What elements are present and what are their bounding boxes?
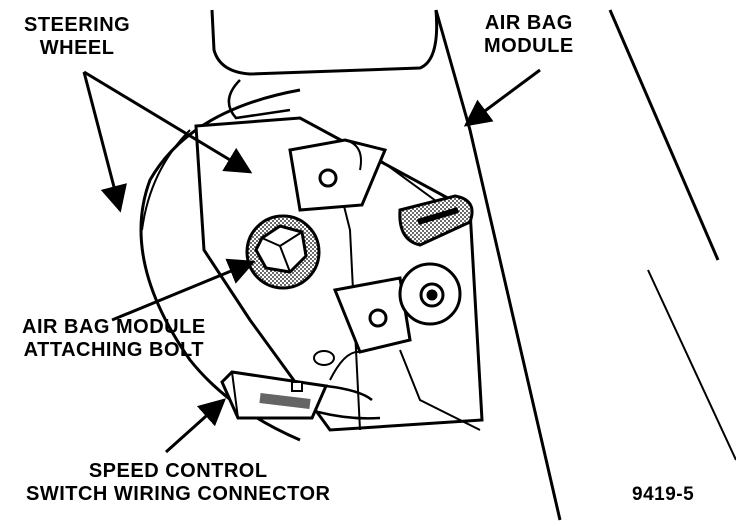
air-bag-module-attaching-bolt	[245, 214, 321, 290]
air-bag-module-label: AIR BAG MODULE	[484, 12, 574, 58]
arrow-steering-wheel-upper	[83, 70, 253, 174]
slotted-bracket	[398, 194, 474, 247]
arrow-attaching-bolt	[111, 258, 256, 322]
wiring-connector-label-line-2: SWITCH WIRING CONNECTOR	[26, 483, 331, 505]
steering-wheel-label-line-2: WHEEL	[39, 37, 115, 59]
air-bag-module-label-line-1: AIR BAG	[484, 12, 573, 34]
air-bag-module-label-line-2: MODULE	[484, 35, 574, 57]
air-bag-module-housing	[194, 116, 484, 432]
steering-column-shroud	[210, 9, 736, 521]
arrow-steering-wheel-lower	[82, 71, 127, 213]
wiring-connector-label: SPEED CONTROL SWITCH WIRING CONNECTOR	[26, 460, 330, 506]
callout-arrows	[82, 68, 541, 454]
figure-number: 9419-5	[632, 484, 695, 505]
wiring-connector-label-line-1: SPEED CONTROL	[88, 460, 268, 482]
upper-mounting-tab	[288, 138, 388, 212]
steering-wheel-label-line-1: STEERING	[24, 14, 131, 36]
attaching-bolt-label-line-2: ATTACHING BOLT	[23, 339, 204, 361]
attaching-bolt-label-line-1: AIR BAG MODULE	[22, 316, 206, 338]
arrow-air-bag-module	[463, 68, 541, 127]
lower-mounting-tab	[332, 262, 481, 431]
speed-control-switch-wiring-connector	[220, 350, 381, 420]
arrow-wiring-connector	[164, 398, 227, 454]
attaching-bolt-label: AIR BAG MODULE ATTACHING BOLT	[22, 316, 206, 362]
steering-wheel-label: STEERING WHEEL	[24, 14, 130, 60]
